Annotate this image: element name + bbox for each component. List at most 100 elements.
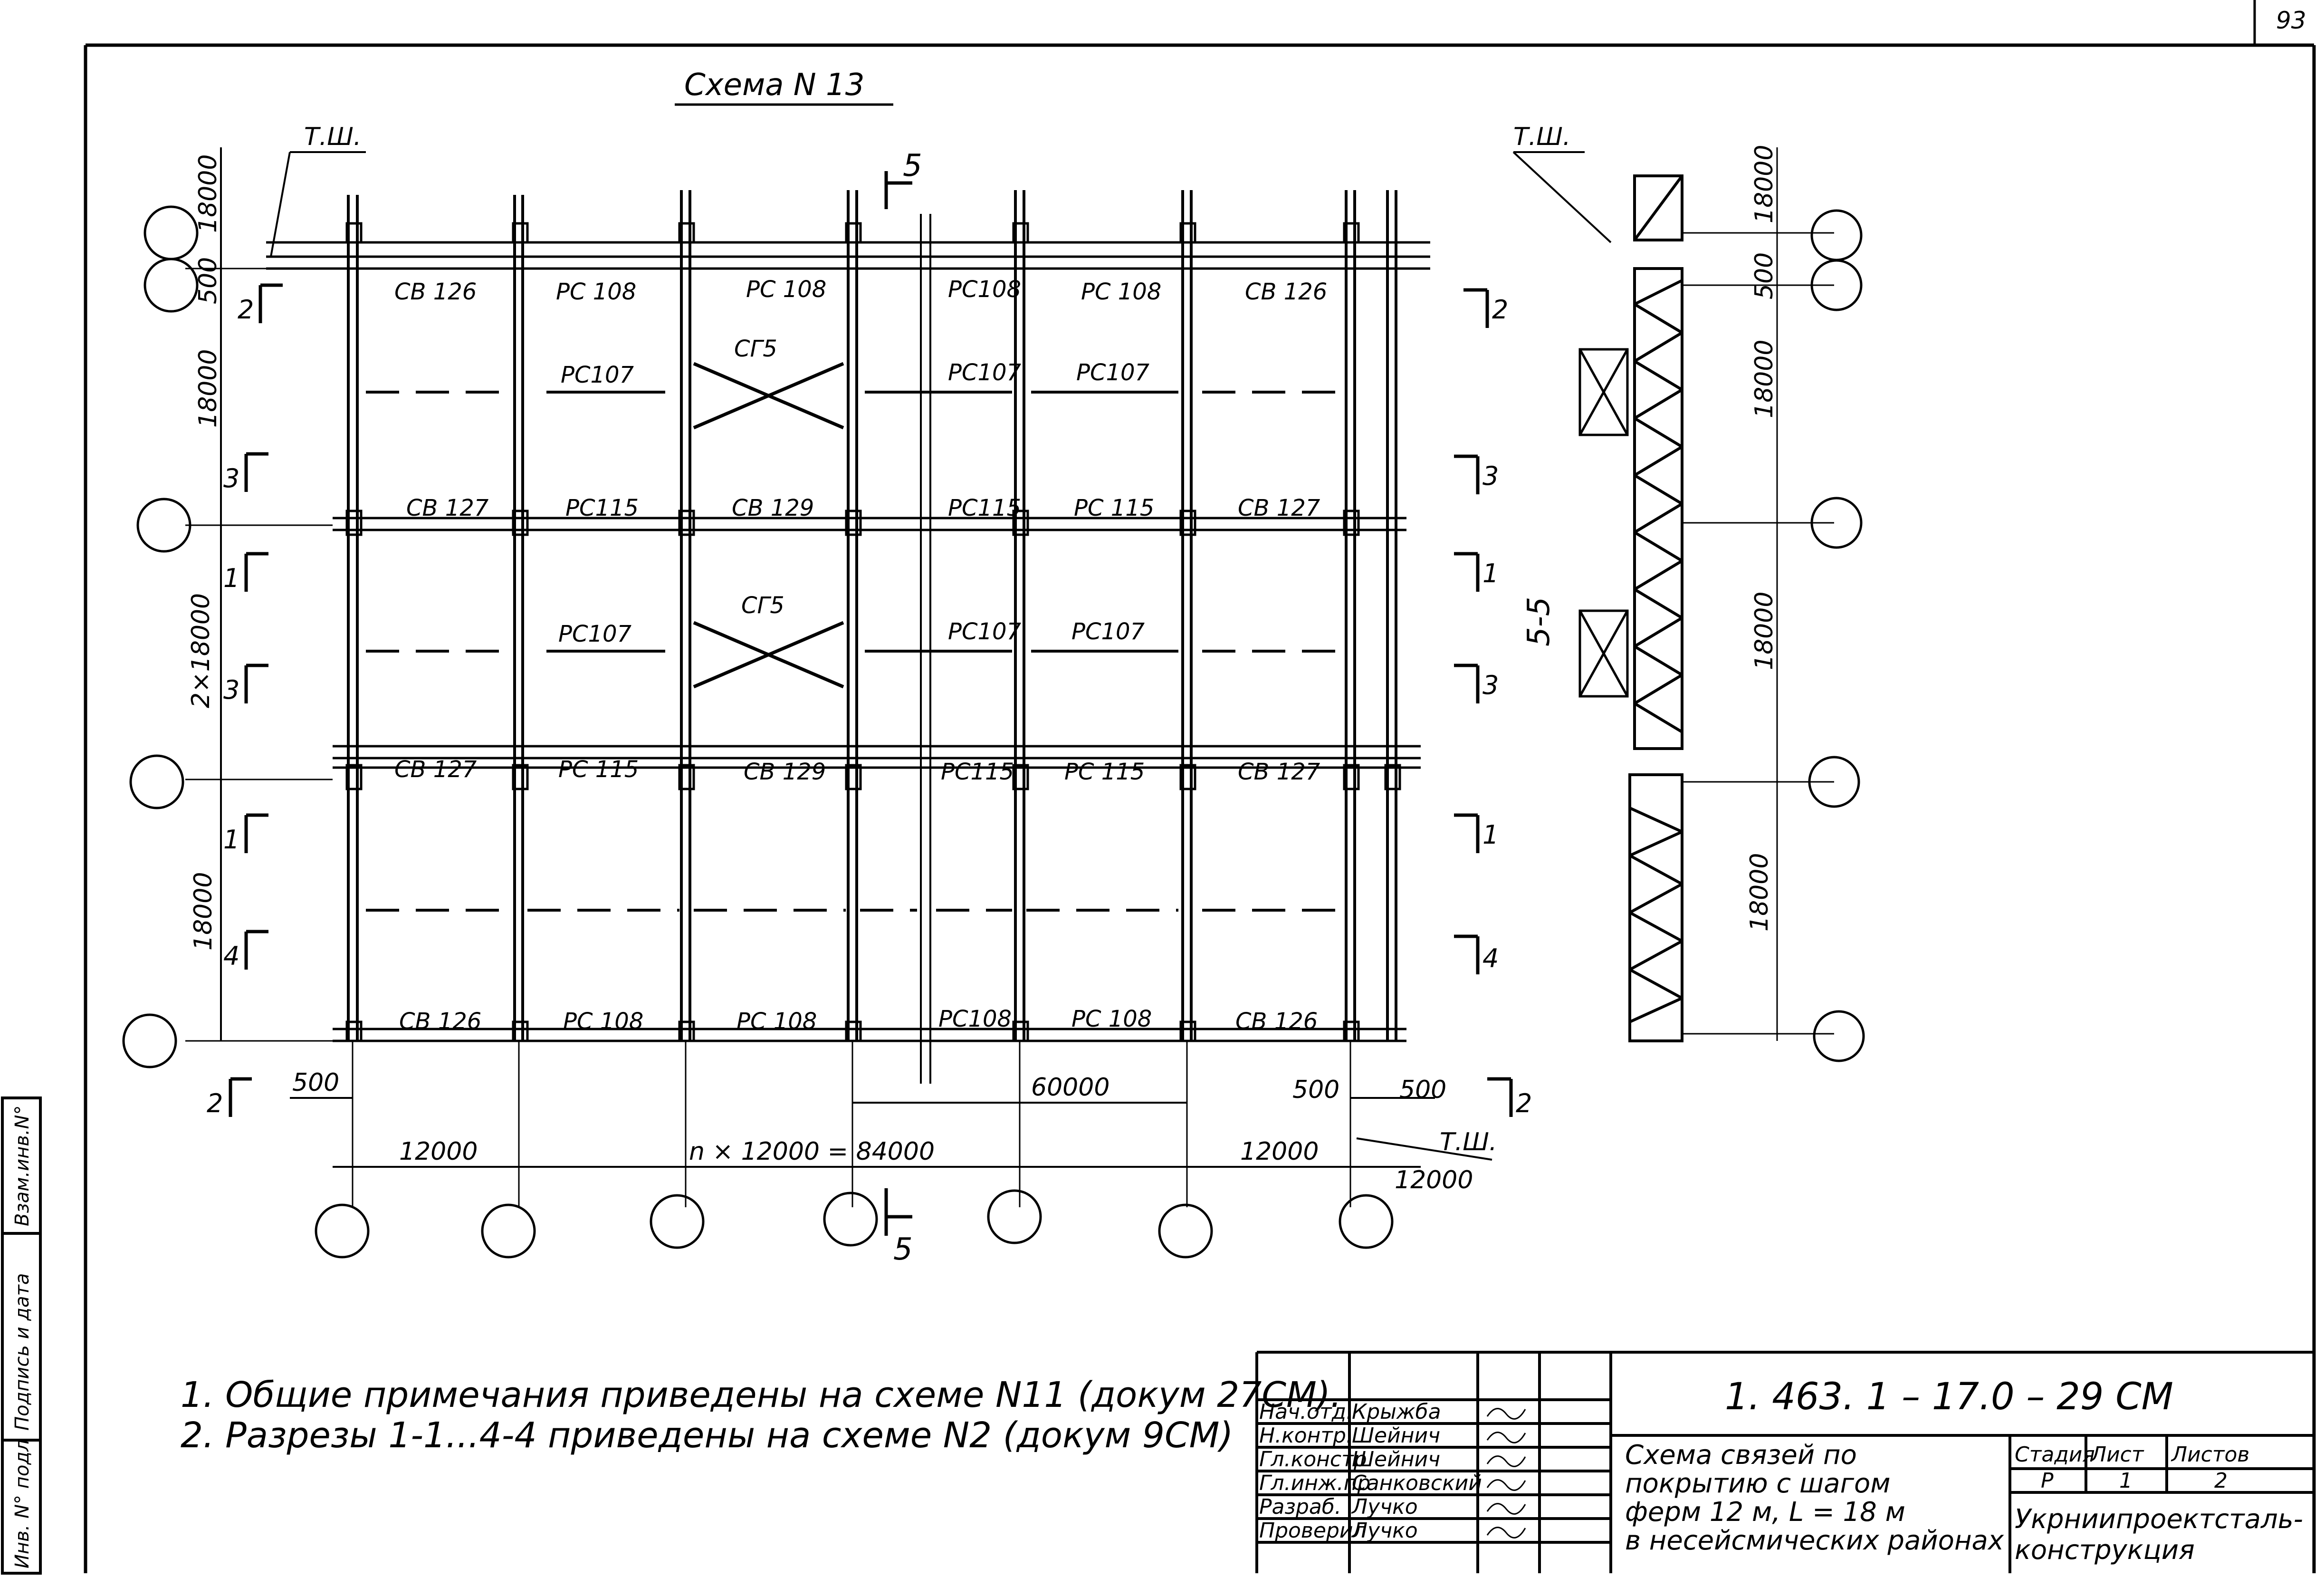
stamp-role: Разраб.: [1259, 1495, 1341, 1519]
side-stamp-vzam: Взам.инв.N°: [11, 1106, 33, 1226]
stamp-name: Лучко: [1351, 1519, 1418, 1543]
dim-left: 18000: [194, 154, 222, 233]
cut-marks: 2 3 1 3 1 4 2 2 3 1 3 1 4 2: [207, 283, 1532, 1118]
scheme-title: Схема N 13: [684, 67, 864, 103]
member-mark: РС107: [948, 359, 1022, 386]
cut-mark-label: 2: [207, 1088, 223, 1118]
stamp-name: Лучко: [1351, 1495, 1418, 1519]
dim-bottom: n × 12000 = 84000: [689, 1137, 935, 1166]
dim-left: 18000: [194, 349, 222, 428]
member-mark: РС107: [561, 362, 634, 388]
stamp-name: Крыжба: [1352, 1400, 1441, 1424]
dimension-texts: 18000 500 18000 2×18000 18000 18000 500 …: [187, 145, 1779, 1194]
stage-header: Стадия: [2015, 1443, 2095, 1467]
member-mark: СВ 127: [1238, 495, 1320, 521]
node-plates: [345, 222, 1401, 1042]
dim-bottom: 12000: [1240, 1137, 1319, 1166]
member-mark: РС107: [1076, 359, 1150, 386]
bracing-mark: СГ5: [741, 592, 784, 619]
dim-right: 18000: [1750, 145, 1779, 223]
description-line: Схема связей по: [1625, 1440, 1857, 1471]
cut-mark-label: 1: [1482, 820, 1499, 850]
cross-bracing: [693, 362, 844, 689]
dim-right: 18000: [1750, 592, 1779, 670]
cut-mark-label: 3: [223, 463, 239, 493]
description-line: в несейсмических районах: [1625, 1525, 2004, 1556]
member-mark: РС 115: [1064, 759, 1145, 785]
cut-mark-label: 1: [1482, 558, 1499, 588]
dim-bottom: 500: [1399, 1076, 1446, 1104]
cut-mark-label: 2: [1492, 295, 1508, 325]
bracing-panels: [1578, 348, 1629, 698]
side-stamp-inv: Инв. N° подл: [11, 1439, 33, 1568]
sheet-number: 93: [2276, 7, 2306, 34]
member-mark: СВ 127: [1238, 759, 1320, 785]
cut-5-top: 5: [903, 148, 922, 183]
note-2: 2. Разрезы 1-1...4-4 приведены на схеме …: [181, 1415, 1233, 1456]
dimension-lines: [220, 147, 1492, 1168]
member-mark: СВ 126: [399, 1008, 481, 1035]
bracing-mark: СГ5: [734, 336, 777, 362]
cut-mark-label: 3: [1482, 461, 1499, 491]
stamp-role: Проверил: [1259, 1519, 1367, 1543]
axis-bubbles-left: [122, 205, 199, 1068]
organization: Укрниипроектсталь-: [2015, 1504, 2303, 1535]
member-mark: РС 108: [556, 279, 636, 305]
cut-mark-label: 1: [223, 825, 239, 855]
section-bubbles: [1808, 209, 1865, 1062]
stamp-role: Н.контр.: [1259, 1423, 1353, 1448]
member-mark: РС108: [938, 1006, 1012, 1032]
cut-5-markers: [884, 171, 912, 1236]
member-mark: РС115: [948, 495, 1021, 521]
truss-elevation: [1628, 174, 1683, 1042]
cut-mark-label: 4: [223, 941, 239, 971]
grid-axes: [185, 268, 1351, 1207]
stamp-role: Гл.инж.пр: [1259, 1471, 1370, 1495]
description-line: ферм 12 м, L = 18 м: [1625, 1497, 1905, 1528]
title-block: [1255, 1351, 2314, 1573]
member-mark: РС 108: [563, 1008, 643, 1035]
sheets-header: Листов: [2171, 1443, 2249, 1467]
cut-mark-label: 1: [223, 563, 239, 593]
stamp-name: Шейнич: [1352, 1423, 1440, 1448]
dim-left: 18000: [189, 872, 218, 951]
stage-value: Р: [2041, 1469, 2054, 1493]
cut-mark-label: 3: [223, 675, 239, 705]
member-mark: РС107: [558, 621, 632, 647]
member-mark: РС107: [948, 618, 1022, 645]
dim-bottom: 12000: [399, 1137, 478, 1166]
sheets-value: 2: [2214, 1469, 2228, 1493]
side-stamp: [1, 1096, 42, 1575]
member-mark: РС 108: [1081, 279, 1161, 305]
member-mark: РС 115: [558, 756, 639, 783]
section-5-5: [1578, 147, 1865, 1062]
member-mark: СВ 126: [1245, 279, 1327, 305]
cut-5-bottom: 5: [893, 1232, 913, 1267]
tsh-label-right: Т.Ш.: [1513, 123, 1570, 151]
member-mark: РС 108: [1071, 1006, 1152, 1032]
member-mark: СВ 127: [394, 756, 477, 783]
cut-mark-label: 3: [1482, 670, 1499, 700]
member-mark: СВ 127: [406, 495, 489, 521]
dashed-struts: [366, 391, 1340, 912]
sheet-value: 1: [2119, 1469, 2133, 1493]
axis-bubbles-bottom: [315, 1189, 1394, 1259]
member-mark: РС115: [565, 495, 639, 521]
cut-mark-label: 2: [238, 295, 254, 325]
dim-bottom: 500: [1292, 1076, 1339, 1104]
description-line: покрытию с шагом: [1625, 1468, 1891, 1499]
sheet-header: Лист: [2090, 1443, 2144, 1467]
section-label: 5-5: [1521, 596, 1557, 646]
cut-mark-label: 2: [1516, 1088, 1532, 1118]
dim-right: 18000: [1750, 340, 1779, 418]
stamp-name: Санковский: [1352, 1471, 1482, 1495]
organization: конструкция: [2015, 1535, 2195, 1566]
plan-labels: Т.Ш. Т.Ш. Т.Ш. 5 5 5-5 СВ 126 РС 108 РС …: [304, 123, 1570, 1267]
dim-right: 500: [1750, 252, 1779, 299]
dim-right: 18000: [1745, 853, 1774, 932]
stamp-name: Шейнич: [1352, 1447, 1440, 1472]
tsh-label-bottom: Т.Ш.: [1440, 1128, 1497, 1156]
member-mark: РС 115: [1074, 495, 1154, 521]
member-mark: РС107: [1071, 618, 1145, 645]
member-mark: СВ 126: [1235, 1008, 1318, 1035]
